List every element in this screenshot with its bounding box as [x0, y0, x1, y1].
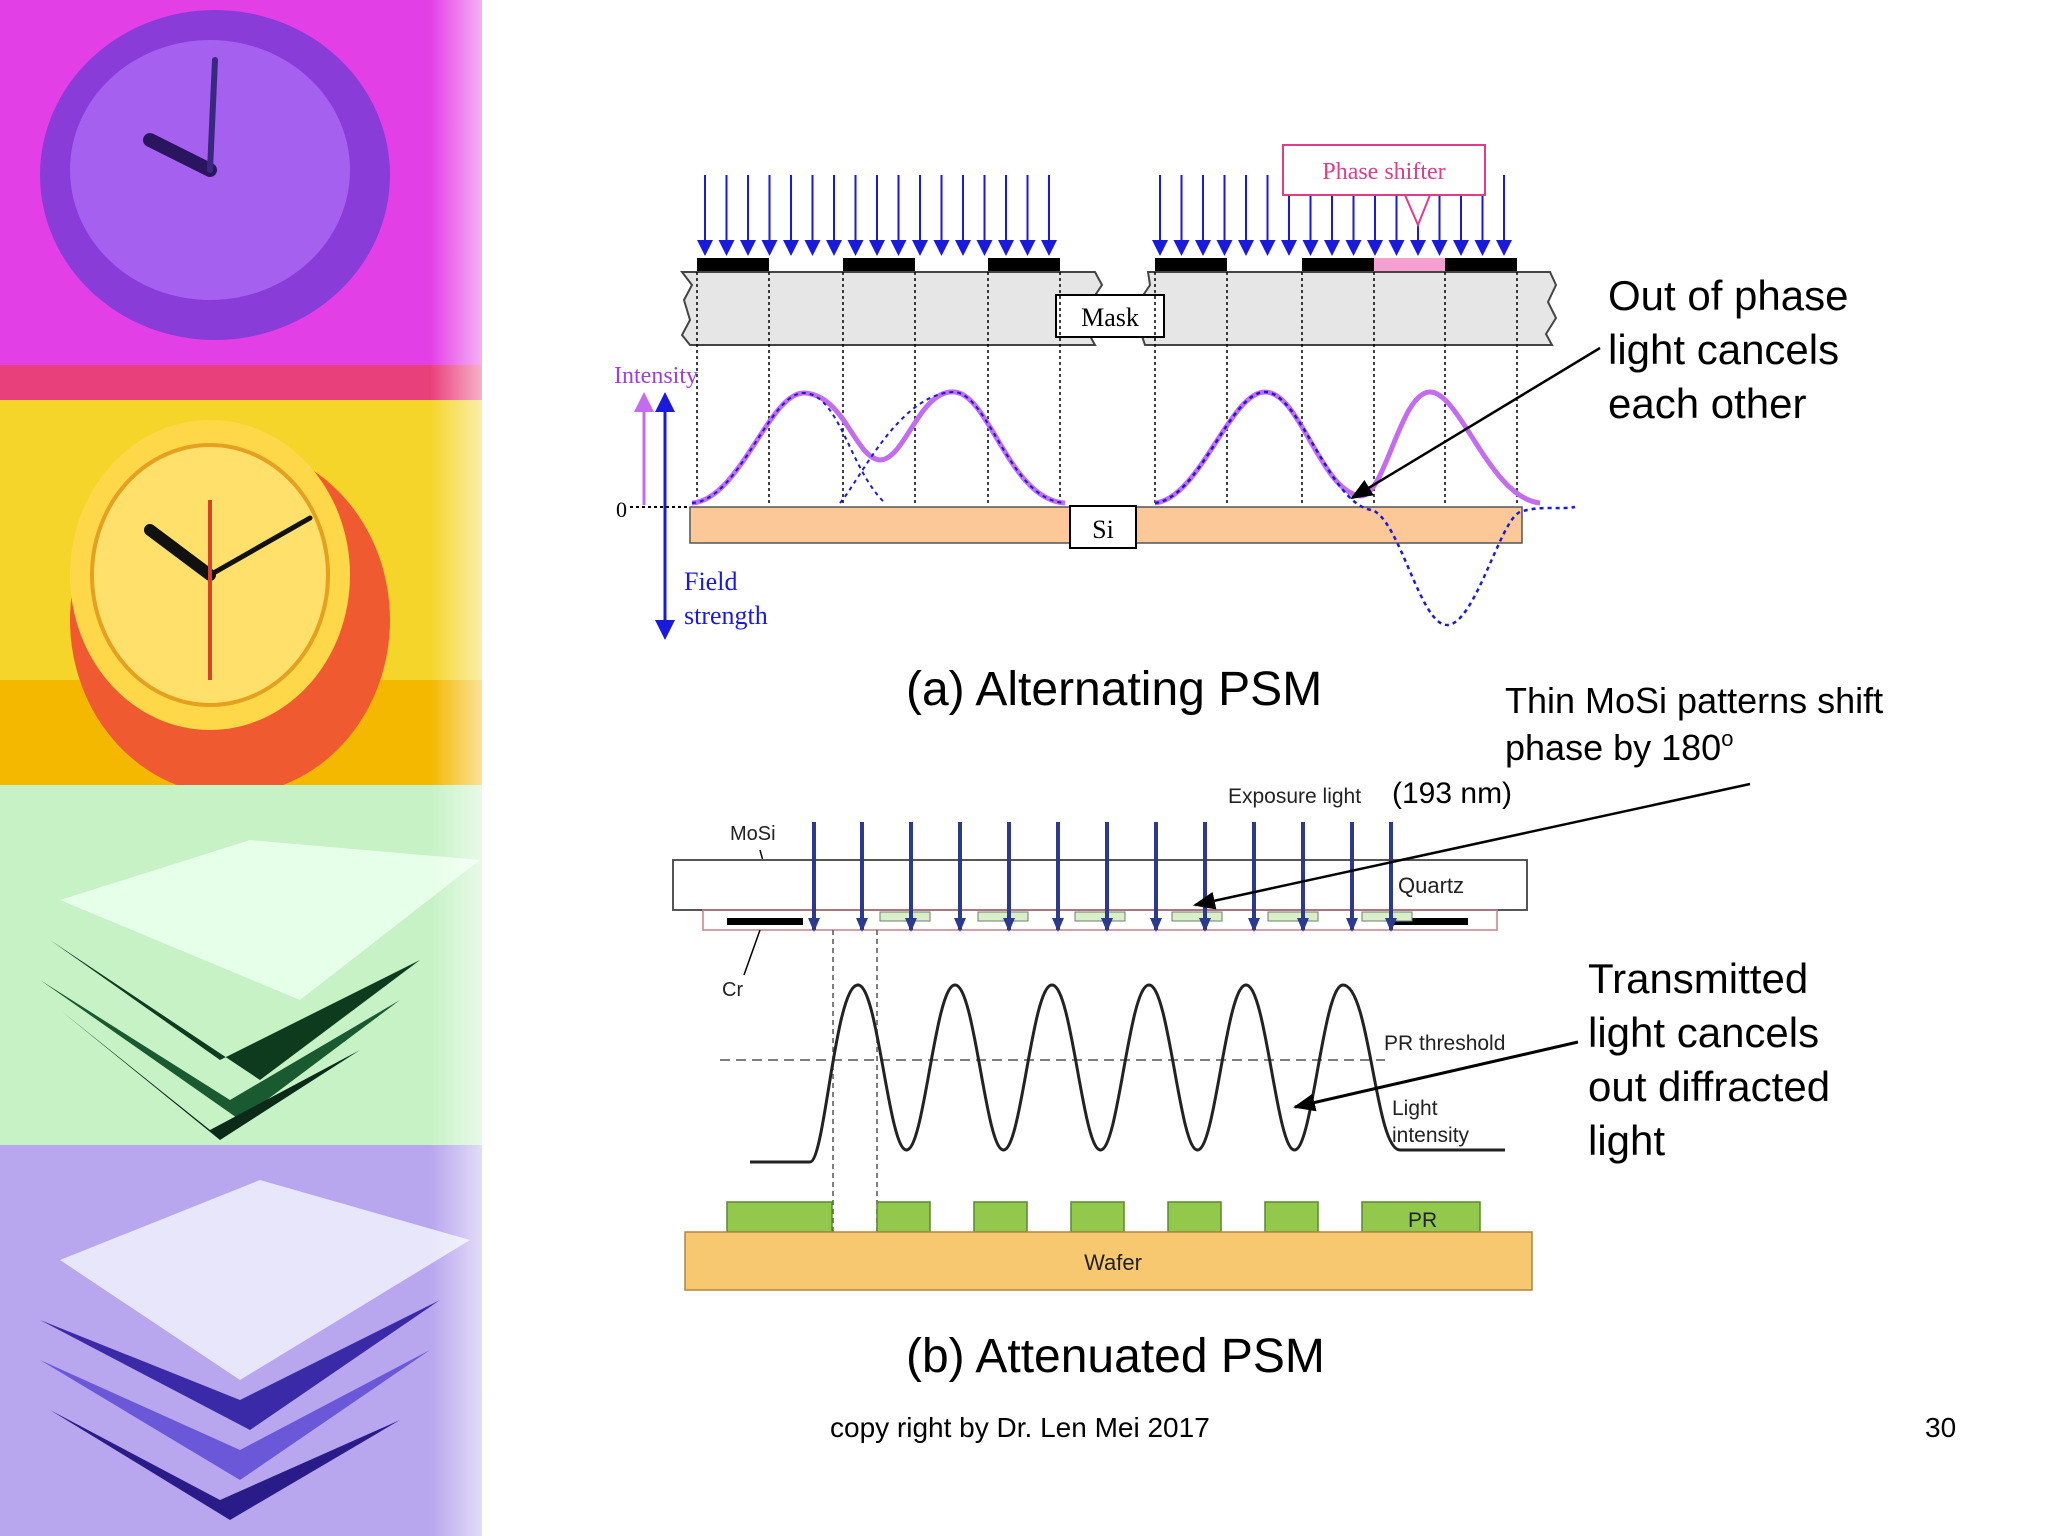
callout-arrow-b-top — [1193, 782, 1751, 910]
attenuated-psm-diagram: Thin MoSi patterns shift phase by 180o E… — [672, 680, 1883, 1383]
mosi-patterns — [879, 911, 1413, 922]
field-curve-left — [691, 390, 1066, 504]
callout-b-bottom-line-3: out diffracted — [1588, 1063, 1830, 1110]
light-label: Light — [1392, 1097, 1438, 1120]
phase-shifter-patch — [1374, 258, 1445, 272]
si-label: Si — [1092, 515, 1114, 544]
callout-b-bottom-line-2: light cancels — [1588, 1009, 1819, 1056]
callout-b-bottom-line-4: light — [1588, 1117, 1665, 1164]
wafer-label: Wafer — [1084, 1250, 1142, 1275]
exposure-light-label: Exposure light — [1228, 785, 1361, 808]
clock-yellow-image — [0, 400, 482, 795]
pr-label: PR — [1408, 1209, 1437, 1232]
callout-a-line-3: each other — [1608, 380, 1806, 427]
caption-a: (a) Alternating PSM — [906, 663, 1322, 716]
callout-arrow-a — [1350, 346, 1601, 500]
field-label: Field — [684, 567, 737, 596]
exposure-arrows-a — [697, 175, 1512, 256]
callout-b-bottom-line-1: Transmitted — [1588, 955, 1808, 1002]
footer-copyright: copy right by Dr. Len Mei 2017 — [830, 1412, 1210, 1443]
callout-arrow-b-bottom — [1293, 1040, 1579, 1112]
phase-shifter-box — [1282, 144, 1486, 196]
mask-label: Mask — [1081, 303, 1139, 332]
light-intensity-curve — [750, 983, 1505, 1164]
cr-label: Cr — [722, 979, 743, 1001]
mask-body-left — [679, 271, 1104, 346]
intensity-label-b: intensity — [1392, 1124, 1470, 1147]
zero-label: 0 — [616, 497, 627, 522]
papers-green-image — [0, 785, 482, 1145]
wafer — [684, 1231, 1533, 1291]
exposure-arrows-b — [808, 822, 1397, 932]
intensity-label: Intensity — [614, 363, 698, 389]
pr-blocks — [726, 1201, 1481, 1233]
mosi-label: MoSi — [730, 823, 776, 845]
phase-shifter-label: Phase shifter — [1322, 159, 1445, 185]
decorative-photo-panel — [0, 0, 482, 1536]
clock-magenta-image — [0, 0, 482, 405]
mask-body-right — [1138, 271, 1558, 346]
callout-a-line-1: Out of phase — [1608, 272, 1849, 319]
alternating-psm-diagram: Phase shifter Mask Si In — [614, 144, 1849, 716]
wavelength-label: (193 nm) — [1392, 777, 1512, 810]
guide-lines-a — [696, 272, 1518, 505]
pr-threshold-label: PR threshold — [1384, 1032, 1505, 1055]
caption-b: (b) Attenuated PSM — [906, 1330, 1325, 1383]
page-number: 30 — [1925, 1412, 1956, 1443]
quartz-label: Quartz — [1398, 873, 1464, 898]
field-curve-right — [1154, 390, 1576, 627]
callout-b-top-line-2: phase by 180o — [1505, 726, 1733, 768]
papers-purple-image — [0, 1145, 482, 1536]
callout-a-line-2: light cancels — [1608, 326, 1839, 373]
chrome-patches-a — [697, 258, 1517, 272]
strength-label: strength — [684, 601, 768, 630]
callout-b-top-line-1: Thin MoSi patterns shift — [1505, 680, 1883, 721]
